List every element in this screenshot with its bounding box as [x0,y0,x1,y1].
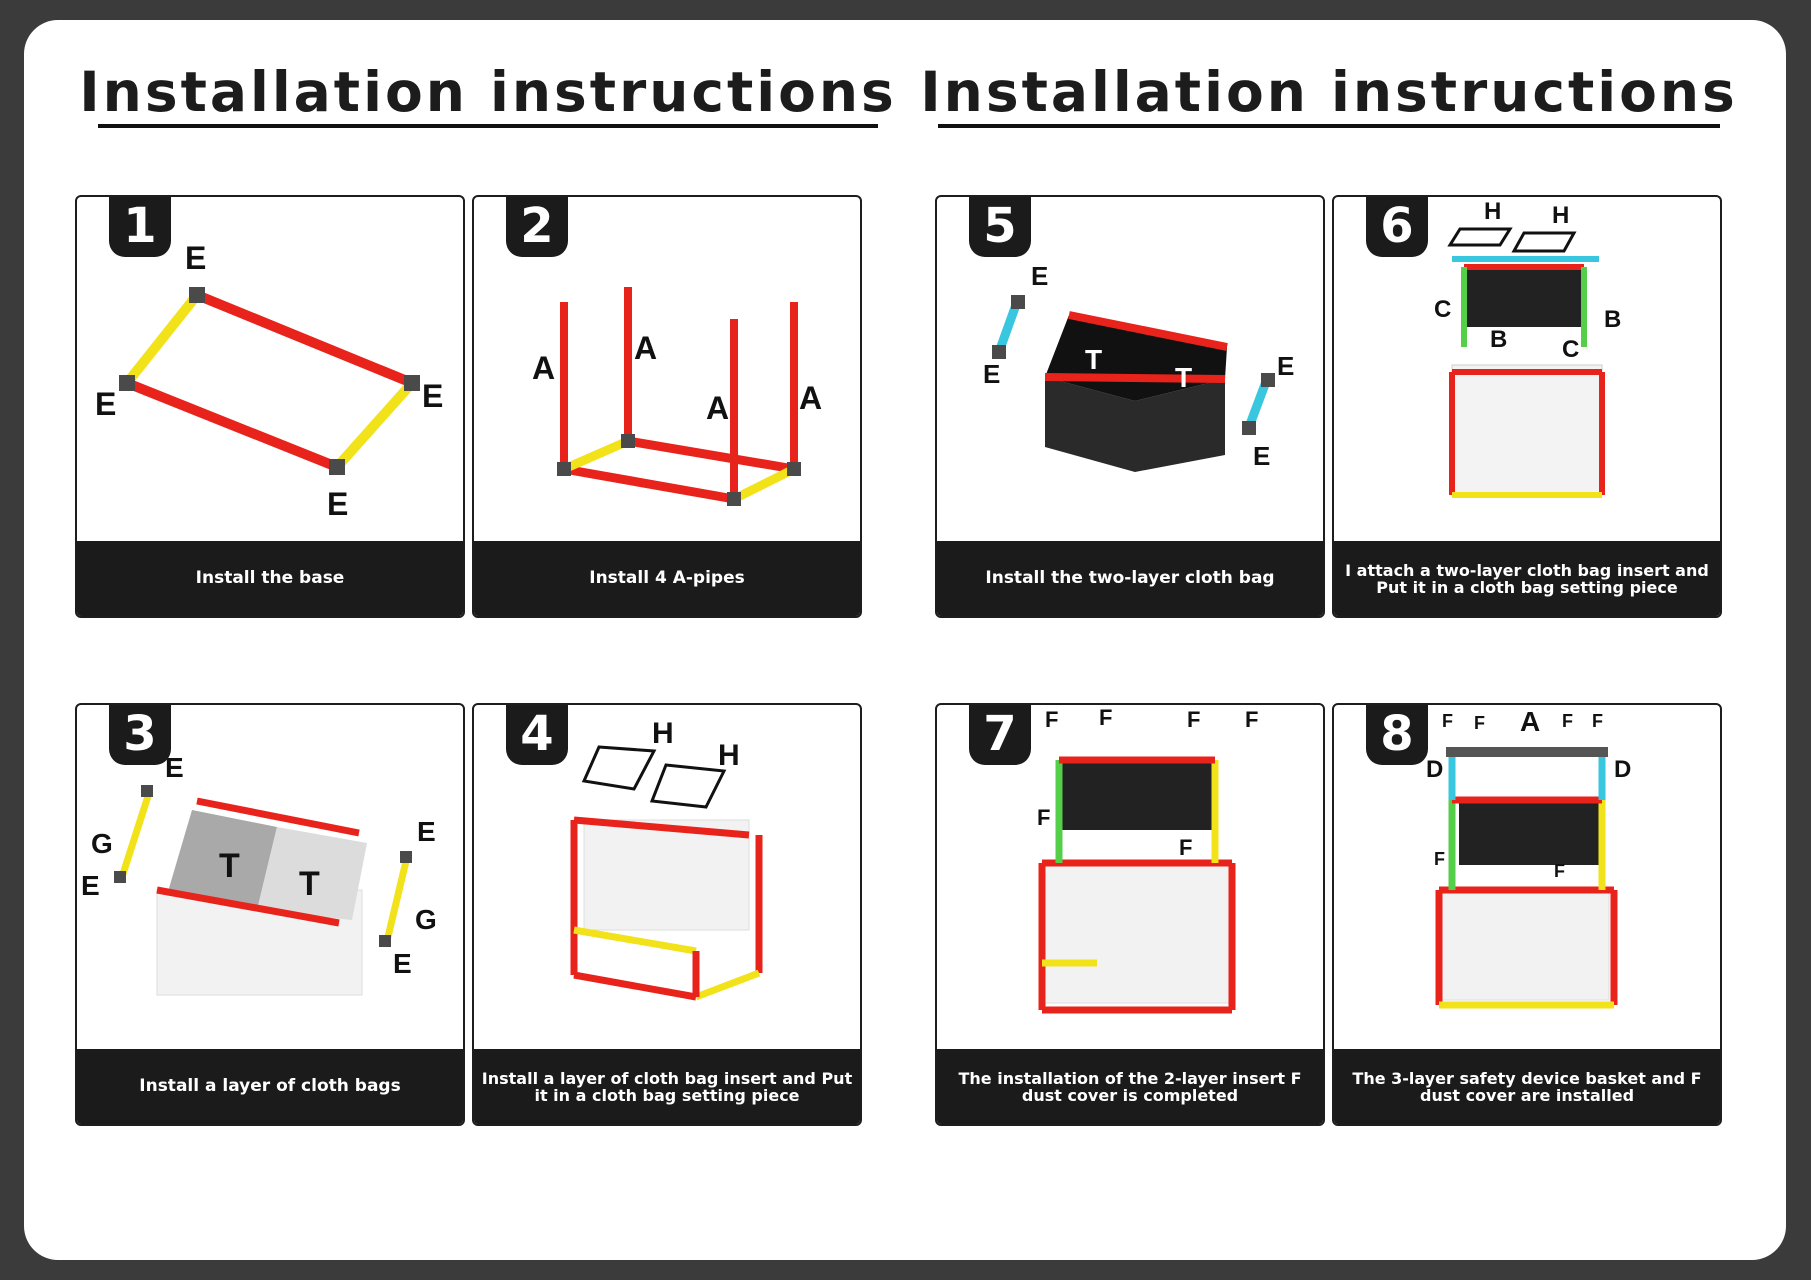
part-label: D [1614,756,1631,783]
part-label: F [1474,713,1485,733]
part-label: F [1037,805,1050,830]
part-label: F [1592,711,1603,731]
step-5-cloth-bag-diagram: T T E E E E [983,261,1294,472]
part-label: E [81,870,100,901]
step-7-panel: 7 F F F F F F The installation of the 2-… [935,703,1325,1126]
part-label: E [165,752,184,783]
part-label: A [634,330,657,366]
part-label: F [1562,711,1573,731]
part-label: H [652,717,674,750]
heading-right: Installation instructions [918,52,1740,132]
part-label: E [1277,351,1294,381]
part-label: E [1253,441,1270,471]
part-label: H [1484,198,1501,225]
part-label: D [1426,756,1443,783]
step-7-dust-cover-diagram: F F F F F F [1037,705,1258,1014]
part-label: E [983,359,1000,389]
part-label: T [1085,344,1102,375]
step-caption: Install a layer of cloth bag insert and … [474,1049,860,1124]
part-label: E [422,378,443,414]
part-label: H [718,739,740,772]
step-caption: Install a layer of cloth bags [77,1049,463,1124]
step-4-panel: 4 H H Install a layer of cloth bag inser… [472,703,862,1126]
part-label: T [299,865,320,903]
part-label: E [185,240,206,276]
heading-right-underline [938,124,1720,128]
step-number: 3 [109,705,171,765]
step-number: 1 [109,197,171,257]
part-label: A [799,380,822,416]
part-label: A [706,390,729,426]
step-3-cloth-bags-diagram: E G E E G E T T [81,752,437,996]
heading-left-text: Installation instructions [79,60,897,124]
step-number: 4 [506,705,568,765]
part-label: F [1434,849,1445,869]
step-2-panel: 2 A A A A Install 4 A-pipes [472,195,862,618]
step-number: 7 [969,705,1031,765]
step-8-panel: 8 F F A F F D D F F The 3-layer safety d… [1332,703,1722,1126]
step-caption: Install the two-layer cloth bag [937,541,1323,616]
part-label: F [1187,707,1200,732]
part-label: E [1031,261,1048,291]
part-label: E [393,948,412,979]
heading-right-text: Installation instructions [920,60,1738,124]
part-label: A [532,350,555,386]
part-label: T [1175,362,1192,393]
step-number: 8 [1366,705,1428,765]
part-label: E [327,486,348,522]
step-number: 5 [969,197,1031,257]
part-label: B [1490,326,1507,353]
step-6-panel: 6 H H C B B C I attach a two-layer cloth… [1332,195,1722,618]
part-label: A [1520,706,1540,737]
part-label: E [417,816,436,847]
part-label: G [91,828,113,859]
step-6-insert-diagram: H H C B B C [1434,198,1621,498]
step-1-base-diagram: E E E E [95,240,443,522]
step-3-panel: 3 E G E E G E T T Install a layer of clo… [75,703,465,1126]
step-1-panel: 1 E E E E Install the base [75,195,465,618]
part-label: F [1179,835,1192,860]
part-label: C [1434,296,1451,323]
step-number: 2 [506,197,568,257]
step-caption: Install the base [77,541,463,616]
step-caption: Install 4 A-pipes [474,541,860,616]
step-2-a-pipes-diagram: A A A A [532,287,822,506]
part-label: F [1099,705,1112,730]
step-4-insert-diagram: H H [570,717,763,1001]
part-label: F [1442,711,1453,731]
part-label: B [1604,306,1621,333]
step-caption: The installation of the 2-layer insert F… [937,1049,1323,1124]
part-label: F [1554,861,1565,881]
step-number: 6 [1366,197,1428,257]
heading-left-underline [98,124,878,128]
part-label: C [1562,336,1579,363]
part-label: G [415,904,437,935]
step-5-panel: 5 T T E E E E Install the two-layer clot… [935,195,1325,618]
part-label: T [219,847,240,885]
part-label: E [95,386,116,422]
part-label: F [1245,707,1258,732]
step-caption: The 3-layer safety device basket and F d… [1334,1049,1720,1124]
step-8-three-layer-diagram: F F A F F D D F F [1426,706,1631,1009]
step-caption: I attach a two-layer cloth bag insert an… [1334,541,1720,616]
heading-left: Installation instructions [78,52,898,132]
part-label: H [1552,202,1569,229]
part-label: F [1045,707,1058,732]
